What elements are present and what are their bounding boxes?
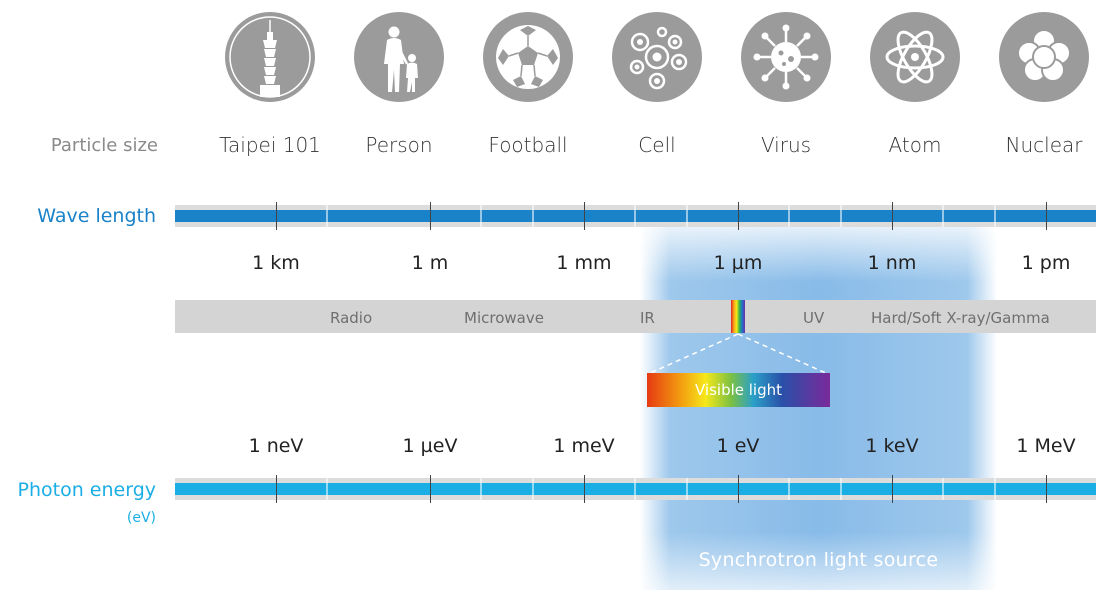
minor-tick <box>532 205 534 227</box>
energy-unit-mev-mega: 1 MeV <box>986 435 1096 457</box>
band-label-radio: Radio <box>330 309 372 327</box>
visible-spectrum-mini <box>731 300 745 333</box>
wavelength-tick <box>892 202 893 230</box>
minor-tick <box>840 205 842 227</box>
football-icon <box>483 12 573 102</box>
synchrotron-light-source-label: Synchrotron light source <box>640 549 997 571</box>
energy-unit-uev: 1 µeV <box>370 435 490 457</box>
photon-energy-unit-label: (eV) <box>100 510 156 526</box>
minor-tick <box>994 205 996 227</box>
wavelength-unit-km: 1 km <box>216 252 336 274</box>
minor-tick <box>942 478 944 500</box>
minor-tick <box>942 205 944 227</box>
particle-size-row-label: Particle size <box>20 135 158 156</box>
particle-label-football: Football <box>463 133 593 157</box>
nuclear-icon <box>999 12 1089 102</box>
wavelength-unit-m: 1 m <box>370 252 490 274</box>
particle-label-virus: Virus <box>721 133 851 157</box>
minor-tick <box>788 205 790 227</box>
energy-tick <box>738 475 739 503</box>
wavelength-unit-mm: 1 mm <box>524 252 644 274</box>
particle-label-taipei-101: Taipei 101 <box>205 133 335 157</box>
particle-label-person: Person <box>334 133 464 157</box>
energy-unit-ev: 1 eV <box>678 435 798 457</box>
minor-tick <box>480 478 482 500</box>
wavelength-unit-pm: 1 pm <box>986 252 1096 274</box>
photon-energy-row-label: Photon energy <box>0 479 156 501</box>
minor-tick <box>326 478 328 500</box>
wavelength-tick <box>1046 202 1047 230</box>
energy-tick <box>430 475 431 503</box>
energy-tick <box>892 475 893 503</box>
band-label-microwave: Microwave <box>464 309 544 327</box>
energy-unit-kev: 1 keV <box>832 435 952 457</box>
minor-tick <box>326 205 328 227</box>
photon-energy-scale-bar <box>175 478 1096 500</box>
minor-tick <box>994 478 996 500</box>
wavelength-unit-nm: 1 nm <box>832 252 952 274</box>
energy-tick <box>276 475 277 503</box>
energy-tick <box>584 475 585 503</box>
wavelength-row-label: Wave length <box>10 205 156 227</box>
cell-icon <box>612 12 702 102</box>
wavelength-tick <box>584 202 585 230</box>
wavelength-tick <box>276 202 277 230</box>
minor-tick <box>480 205 482 227</box>
energy-tick <box>1046 475 1047 503</box>
energy-unit-nev: 1 neV <box>216 435 336 457</box>
wavelength-tick <box>738 202 739 230</box>
band-label-uv: UV <box>803 309 824 327</box>
band-label-ir: IR <box>640 309 655 327</box>
minor-tick <box>634 205 636 227</box>
band-label-xray-gamma: Hard/Soft X-ray/Gamma <box>871 309 1050 327</box>
visible-light-label: Visible light <box>647 381 830 399</box>
particle-label-cell: Cell <box>592 133 722 157</box>
minor-tick <box>788 478 790 500</box>
virus-icon <box>741 12 831 102</box>
minor-tick <box>840 478 842 500</box>
atom-icon <box>870 12 960 102</box>
wavelength-scale-bar <box>175 205 1096 227</box>
taipei-101-icon <box>225 12 315 102</box>
minor-tick <box>686 205 688 227</box>
particle-label-nuclear: Nuclear <box>979 133 1096 157</box>
energy-unit-mev: 1 meV <box>524 435 644 457</box>
minor-tick <box>686 478 688 500</box>
minor-tick <box>532 478 534 500</box>
wavelength-unit-um: 1 µm <box>678 252 798 274</box>
person-icon <box>354 12 444 102</box>
particle-label-atom: Atom <box>850 133 980 157</box>
wavelength-tick <box>430 202 431 230</box>
minor-tick <box>634 478 636 500</box>
